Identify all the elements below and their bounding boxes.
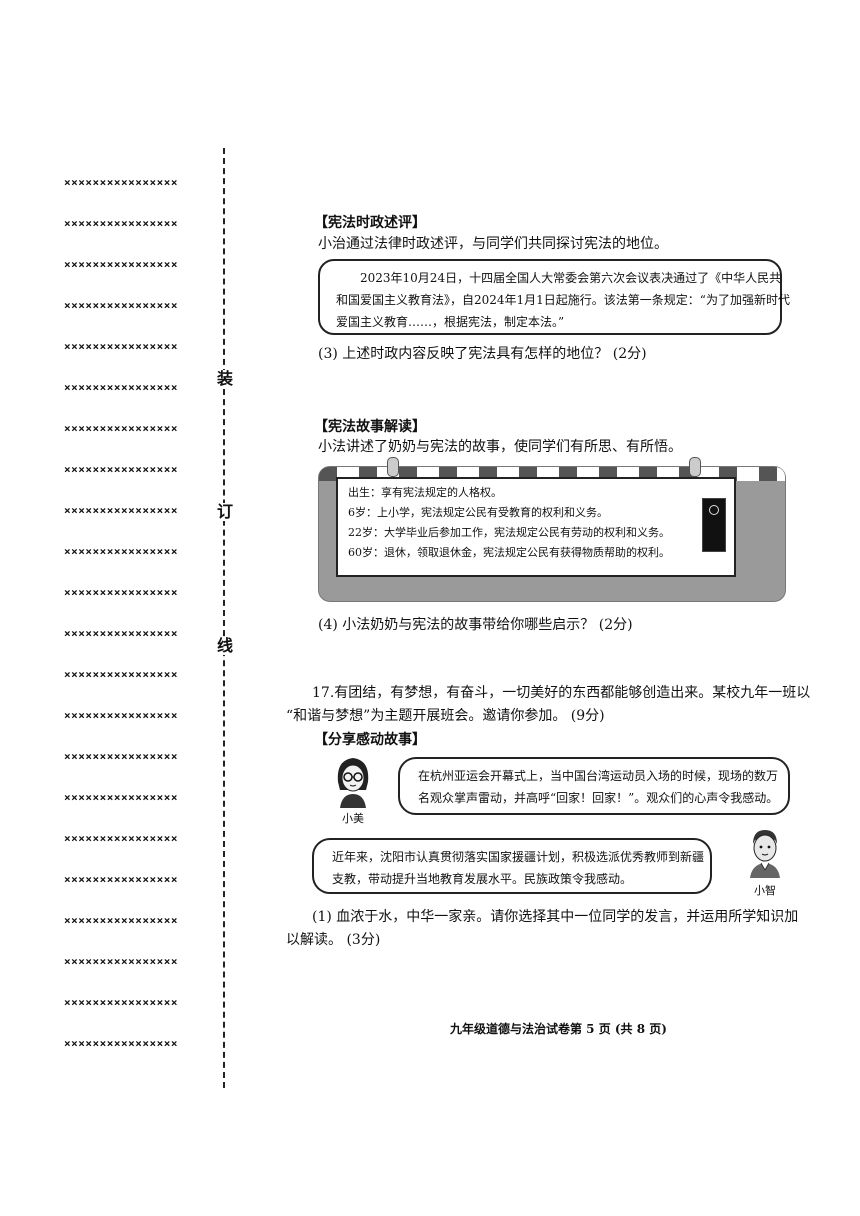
cross-row: ×××××××××××××××× <box>64 258 178 271</box>
cross-row: ×××××××××××××××× <box>64 627 178 640</box>
section-heading-share-stories: 【分享感动故事】 <box>314 732 426 748</box>
binding-char-zhuang: 装 <box>216 369 234 388</box>
story-line: 6岁：上小学，宪法规定公民有受教育的权利和义务。 <box>348 506 608 519</box>
question-17-line1: 17.有团结，有梦想，有奋斗，一切美好的东西都能够创造出来。某校九年一班以 <box>312 685 811 701</box>
grandma-story-card: 出生：享有宪法规定的人格权。 6岁：上小学，宪法规定公民有受教育的权利和义务。 … <box>336 477 736 577</box>
story-line: 出生：享有宪法规定的人格权。 <box>348 486 502 499</box>
section-intro: 小治通过法律时政述评，与同学们共同探讨宪法的地位。 <box>318 236 668 252</box>
page-footer: 九年级道德与法治试卷第 5 页 (共 8 页) <box>450 1022 667 1036</box>
cross-row: ×××××××××××××××× <box>64 217 178 230</box>
question-17-1-line2: 以解读。 (3分) <box>286 932 381 948</box>
binding-char-ding: 订 <box>216 502 234 521</box>
cross-row: ×××××××××××××××× <box>64 955 178 968</box>
section-intro: 小法讲述了奶奶与宪法的故事，使同学们有所思、有所悟。 <box>318 439 682 455</box>
question-4: (4) 小法奶奶与宪法的故事带给你哪些启示？ (2分) <box>318 617 633 633</box>
cross-row: ×××××××××××××××× <box>64 176 178 189</box>
cross-row: ×××××××××××××××× <box>64 1037 178 1050</box>
cross-row: ×××××××××××××××× <box>64 791 178 804</box>
xiaozhi-speech-bubble: 近年来，沈阳市认真贯彻落实国家援疆计划，积极选派优秀教师到新疆 支教，带动提升当… <box>312 838 712 894</box>
speech-line: 名观众掌声雷动，并高呼“回家！回家！”。观众们的心声令我感动。 <box>418 791 779 805</box>
question-17-line2: “和谐与梦想”为主题开展班会。邀请你参加。 (9分) <box>286 708 605 724</box>
cross-row: ×××××××××××××××× <box>64 422 178 435</box>
section-heading-constitution-story: 【宪法故事解读】 <box>314 419 426 435</box>
national-emblem-icon <box>709 505 719 515</box>
cross-row: ×××××××××××××××× <box>64 504 178 517</box>
xiaomei-avatar-icon <box>337 758 369 808</box>
cross-row: ×××××××××××××××× <box>64 996 178 1009</box>
cross-row: ×××××××××××××××× <box>64 832 178 845</box>
speech-line: 近年来，沈阳市认真贯彻落实国家援疆计划，积极选派优秀教师到新疆 <box>332 850 705 864</box>
xiaomei-speech-bubble: 在杭州亚运会开幕式上，当中国台湾运动员入场的时候，现场的数万 名观众掌声雷动，并… <box>398 757 790 815</box>
cross-row: ×××××××××××××××× <box>64 668 178 681</box>
xiaozhi-avatar-icon <box>750 830 780 878</box>
xiaomei-name: 小美 <box>342 812 364 825</box>
news-box: 2023年10月24日，十四届全国人大常委会第六次会议表决通过了《中华人民共 和… <box>318 259 790 335</box>
cross-row: ×××××××××××××××× <box>64 750 178 763</box>
news-line: 和国爱国主义教育法》，自2024年1月1日起施行。该法第一条规定：“为了加强新时… <box>336 293 790 307</box>
xiaozhi-name: 小智 <box>754 884 776 897</box>
cross-row: ×××××××××××××××× <box>64 340 178 353</box>
binding-char-xian: 线 <box>216 636 234 655</box>
cross-row: ×××××××××××××××× <box>64 545 178 558</box>
cross-row: ×××××××××××××××× <box>64 299 178 312</box>
question-3: (3) 上述时政内容反映了宪法具有怎样的地位？ (2分) <box>318 346 647 362</box>
speech-line: 支教，带动提升当地教育发展水平。民族政策令我感动。 <box>332 872 633 886</box>
cross-row: ×××××××××××××××× <box>64 709 178 722</box>
constitution-book-icon <box>702 498 726 552</box>
binding-dashed-line <box>223 148 225 1088</box>
speech-line: 在杭州亚运会开幕式上，当中国台湾运动员入场的时候，现场的数万 <box>418 769 779 783</box>
news-line: 2023年10月24日，十四届全国人大常委会第六次会议表决通过了《中华人民共 <box>360 271 782 285</box>
cross-row: ×××××××××××××××× <box>64 873 178 886</box>
section-heading-constitution-review: 【宪法时政述评】 <box>314 215 426 231</box>
pin-icon <box>689 457 701 477</box>
story-line: 60岁：退休，领取退休金，宪法规定公民有获得物质帮助的权利。 <box>348 546 670 559</box>
question-17-1-line1: (1) 血浓于水，中华一家亲。请你选择其中一位同学的发言，并运用所学知识加 <box>312 909 799 925</box>
cross-row: ×××××××××××××××× <box>64 914 178 927</box>
cross-row: ×××××××××××××××× <box>64 463 178 476</box>
cross-row: ×××××××××××××××× <box>64 586 178 599</box>
news-line: 爱国主义教育……，根据宪法，制定本法。” <box>336 315 565 329</box>
cross-row: ×××××××××××××××× <box>64 381 178 394</box>
story-line: 22岁：大学毕业后参加工作，宪法规定公民有劳动的权利和义务。 <box>348 526 670 539</box>
pin-icon <box>387 457 399 477</box>
